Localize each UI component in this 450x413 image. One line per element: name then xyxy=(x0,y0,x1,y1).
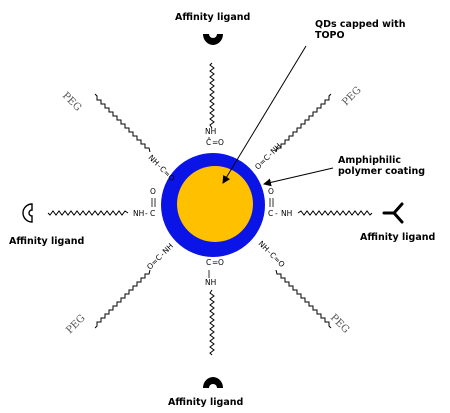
ligand-cup-icon xyxy=(203,34,223,46)
chain-lower-right xyxy=(275,269,332,329)
linker-top-o: O xyxy=(218,138,224,147)
qds-label-line2: TOPO xyxy=(315,30,345,41)
linker-upper-left: NH-C=O xyxy=(147,153,177,183)
linker-left-nh: NH xyxy=(133,209,144,218)
linker-right-c: C xyxy=(268,209,273,218)
linker-top-eq: = xyxy=(212,138,218,147)
linker-lower-left: O=C-NH xyxy=(145,241,175,271)
arrow-to-core xyxy=(222,45,307,184)
chain-upper-left xyxy=(94,93,151,153)
linker-right-dash: - xyxy=(275,209,278,218)
linker-bottom-o: O xyxy=(218,258,224,267)
linker-right-nh: NH xyxy=(281,209,292,218)
amphiphilic-label: Amphiphilic polymer coating xyxy=(338,155,425,177)
amphiphilic-label-line2: polymer coating xyxy=(338,166,426,177)
linker-top-nh: NH xyxy=(205,127,216,136)
affinity-ligand-label-bottom: Affinity ligand xyxy=(168,397,244,408)
linker-top-c: C xyxy=(206,138,211,147)
linker-bottom-nh: NH xyxy=(205,278,216,287)
peg-label-lower-right: PEG xyxy=(328,312,351,335)
linker-bottom-c: C xyxy=(206,258,211,267)
affinity-ligand-label-left: Affinity ligand xyxy=(9,236,85,247)
arrow-to-coating xyxy=(263,167,334,187)
qd-core xyxy=(177,166,253,242)
linker-left-dash: - xyxy=(145,209,148,218)
affinity-ligand-label-right: Affinity ligand xyxy=(360,232,436,243)
amphiphilic-label-line1: Amphiphilic xyxy=(338,155,402,166)
chain-left xyxy=(47,210,129,216)
linker-left-o: O xyxy=(150,187,156,196)
chain-top xyxy=(209,62,215,129)
peg-label-upper-left: PEG xyxy=(60,90,83,113)
chain-bottom xyxy=(209,289,215,356)
chain-lower-left xyxy=(94,269,151,329)
chain-right xyxy=(297,210,373,216)
qds-label-line1: QDs capped with xyxy=(315,19,406,30)
chain-upper-right xyxy=(275,93,332,153)
peg-label-lower-left: PEG xyxy=(64,313,87,336)
affinity-ligand-label-top: Affinity ligand xyxy=(175,12,251,23)
linker-left-c: C xyxy=(150,209,155,218)
ligand-cup-outline-icon xyxy=(22,203,33,223)
polymer-chains xyxy=(47,62,373,356)
linker-right-o: O xyxy=(268,187,274,196)
ligand-cup-icon xyxy=(203,377,223,388)
antibody-icon xyxy=(382,202,404,224)
linker-upper-right: O=C-NH xyxy=(253,141,283,171)
linker-bottom-eq: = xyxy=(212,258,218,267)
linkers: NH C = O C = O NH NH - C O C - NH O NH-C… xyxy=(133,127,292,287)
linker-lower-right: NH-C=O xyxy=(257,239,287,269)
qds-label: QDs capped with TOPO xyxy=(315,19,405,41)
peg-label-upper-right: PEG xyxy=(340,85,363,108)
